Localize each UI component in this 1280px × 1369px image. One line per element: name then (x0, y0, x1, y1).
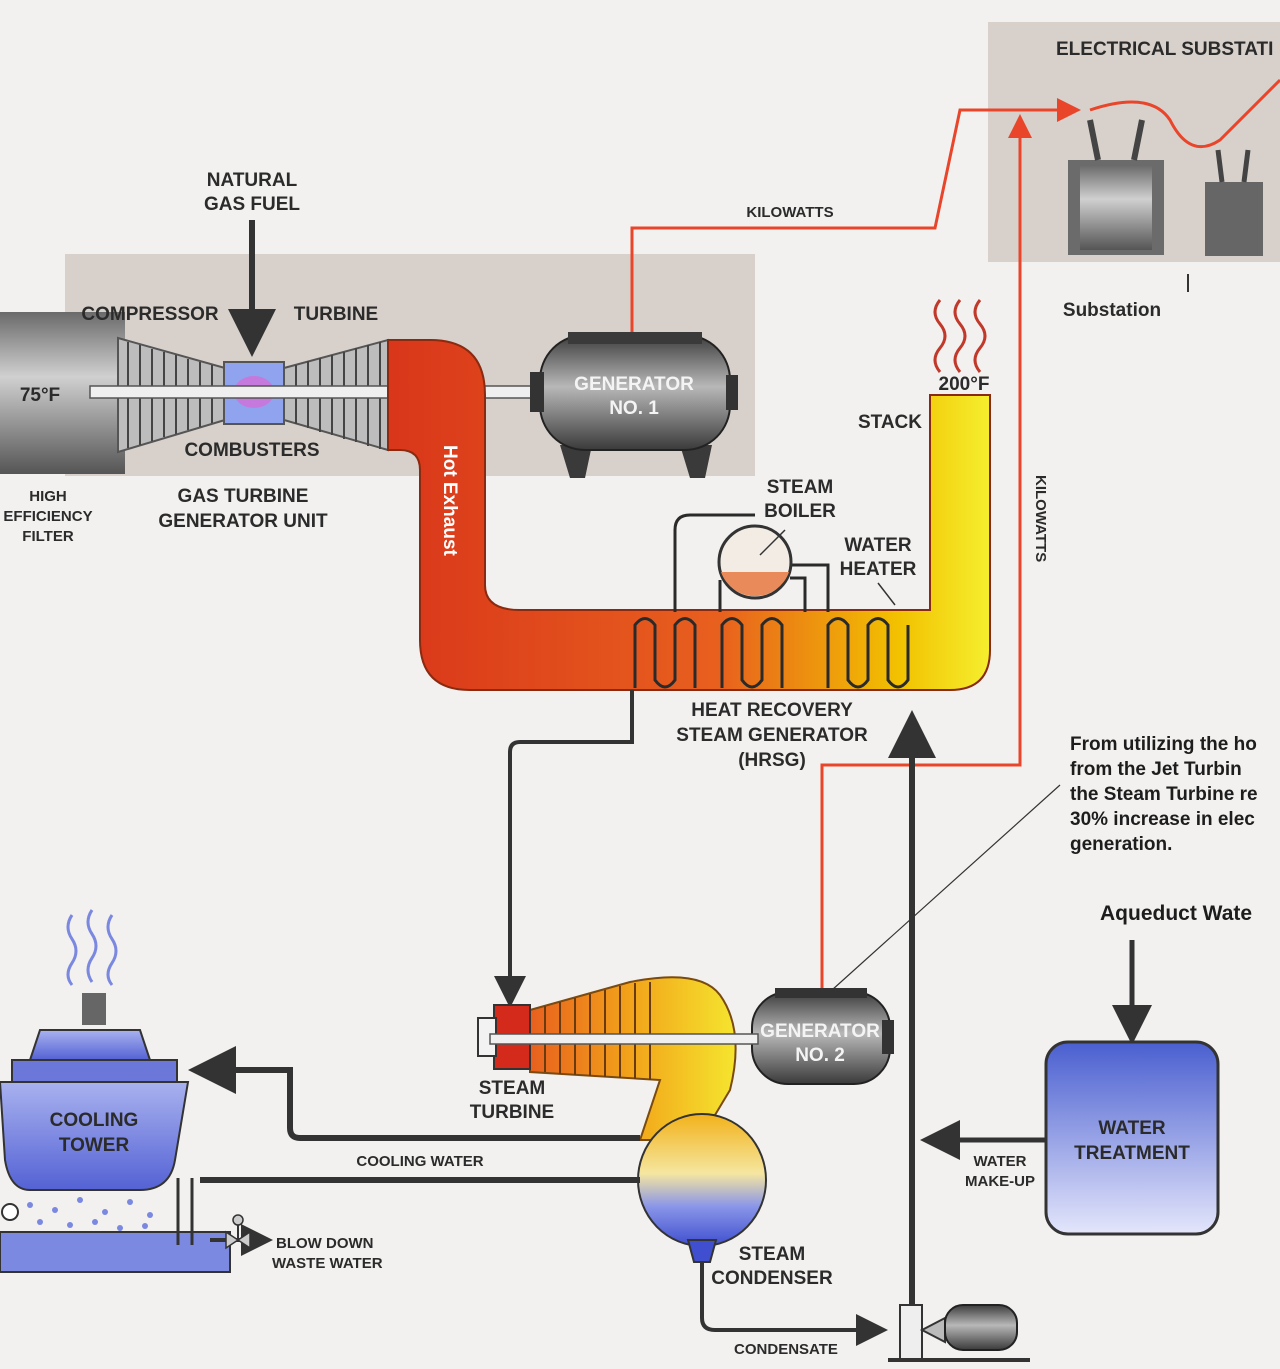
hot-exhaust-label: Hot Exhaust (439, 445, 460, 557)
steam-turbine-label-2: TURBINE (470, 1102, 554, 1123)
aqueduct-label: Aqueduct Wate (1100, 902, 1252, 925)
steam-turbine-label-1: STEAM (479, 1078, 546, 1099)
water-makeup-label-2: MAKE-UP (965, 1173, 1035, 1190)
stack-temp-label: 200°F (939, 374, 990, 395)
note-line-2: from the Jet Turbin (1070, 759, 1242, 780)
gas-turbine-unit-label-1: GAS TURBINE (178, 486, 309, 507)
steam-condenser-label-1: STEAM (739, 1244, 806, 1265)
pump-icon (899, 1304, 1018, 1361)
condenser-outlet (686, 1239, 718, 1263)
cooling-tower-label-2: TOWER (59, 1135, 130, 1156)
turbine-label: TURBINE (294, 304, 378, 325)
natural-gas-label-1: NATURAL (207, 170, 298, 191)
power-line-substation (1089, 78, 1280, 149)
cooling-water-label: COOLING WATER (356, 1153, 483, 1170)
substation-label: Substation (1063, 300, 1161, 321)
hrsg-coils (633, 617, 910, 689)
power-line-generator1 (630, 98, 1081, 335)
transformer-small-icon (1205, 149, 1263, 256)
combusters-label: COMBUSTERS (184, 440, 319, 461)
steam-condenser-label-2: CONDENSER (711, 1268, 833, 1289)
hrsg-label-2: STEAM GENERATOR (676, 725, 868, 746)
condensate-line (700, 1262, 888, 1346)
cooling-tower-label-1: COOLING (50, 1110, 139, 1131)
steam-condenser-tank (637, 1113, 767, 1247)
water-treatment-label-2: TREATMENT (1074, 1143, 1190, 1164)
boiler-pipes (673, 513, 830, 612)
power-line-generator2 (820, 114, 1032, 990)
compressor-label: COMPRESSOR (81, 304, 219, 325)
boiler-pointer (759, 529, 786, 556)
steam-line (494, 690, 634, 1008)
heater-pointer (877, 582, 896, 606)
note-line-4: 30% increase in elec (1070, 809, 1255, 830)
generator-2-icon (751, 988, 894, 1085)
water-treatment-label-1: WATER (1098, 1118, 1165, 1139)
generator-1-label-2: NO. 1 (609, 398, 659, 419)
blow-down-label-1: BLOW DOWN (276, 1235, 373, 1252)
steam-turbine-body (529, 976, 737, 1141)
steam-boiler-label-2: BOILER (764, 501, 836, 522)
steam-turbine-shaft (489, 1033, 759, 1045)
water-makeup-label-1: WATER (973, 1153, 1026, 1170)
filter-label-3: FILTER (22, 528, 74, 545)
hrsg-label-3: (HRSG) (738, 750, 806, 771)
generator-2-label-2: NO. 2 (795, 1045, 845, 1066)
note-line-3: the Steam Turbine re (1070, 784, 1258, 805)
water-heater-label-2: HEATER (840, 559, 917, 580)
steam-boiler-label-1: STEAM (767, 477, 834, 498)
condensate-label: CONDENSATE (734, 1341, 838, 1358)
cooling-water-return (188, 1046, 640, 1141)
transformer-icon (1068, 119, 1164, 255)
filter-label-2: EFFICIENCY (3, 508, 92, 525)
generator-1-label-1: GENERATOR (574, 374, 694, 395)
temp-in-label: 75°F (20, 385, 60, 406)
tower-inlet-icon (1, 1203, 19, 1221)
electrical-substation-label: ELECTRICAL SUBSTATI (1056, 39, 1273, 60)
water-droplets (27, 1197, 153, 1231)
note-line-5: generation. (1070, 834, 1172, 855)
basin-pipe (176, 1178, 194, 1245)
gas-turbine-unit-label-2: GENERATOR UNIT (158, 511, 328, 532)
hrsg-label-1: HEAT RECOVERY (691, 700, 853, 721)
natural-gas-label-2: GAS FUEL (204, 194, 300, 215)
blow-down-label-2: WASTE WATER (272, 1255, 383, 1272)
generator-1-icon (530, 332, 738, 478)
note-leader-line (831, 784, 1061, 991)
cooling-tower-icon (0, 993, 231, 1273)
water-heater-label-1: WATER (844, 535, 911, 556)
stack-label: STACK (858, 412, 922, 433)
generator-2-label-1: GENERATOR (760, 1021, 880, 1042)
filter-label-1: HIGH (29, 488, 67, 505)
stack-heat-waves-icon (933, 299, 987, 373)
valve-icon (225, 1214, 251, 1250)
cooling-tower-steam-icon (66, 909, 118, 986)
kilowatts-top-label: KILOWATTS (746, 204, 833, 221)
kilowatts-vertical-label: KILOWATTS (1032, 475, 1049, 562)
note-line-1: From utilizing the ho (1070, 734, 1257, 755)
boiler-water-level (721, 572, 789, 597)
